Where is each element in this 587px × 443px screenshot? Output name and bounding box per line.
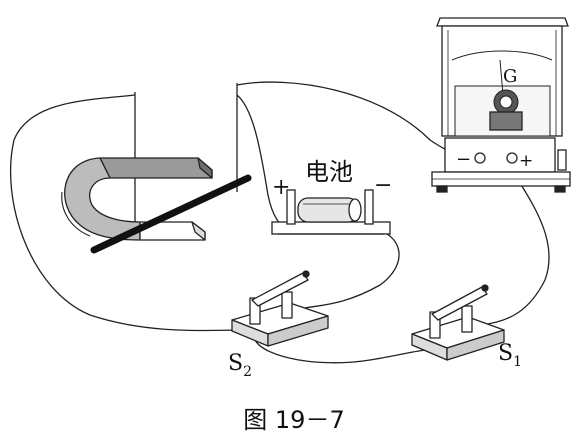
battery-minus-label: −: [374, 173, 392, 198]
wire-rod-to-battery: [236, 94, 291, 231]
meter-plus-label: +: [519, 151, 533, 171]
figure-caption: 图 19－7: [243, 406, 344, 434]
wire-top-to-meter: [236, 81, 471, 161]
galvanometer-label: G: [503, 66, 517, 87]
switch-s2-label: S2: [228, 351, 252, 380]
switch-s2: [231, 270, 329, 347]
battery: [271, 189, 391, 235]
conductor-rod: [90, 174, 252, 254]
meter-minus-terminal: [474, 152, 486, 164]
wires: [10, 81, 550, 364]
galvanometer: [431, 17, 571, 193]
meter-plus-terminal: [506, 152, 518, 164]
wire-meter-to-s1: [479, 169, 550, 326]
wire-left-loop: [10, 94, 246, 332]
battery-plus-label: +: [272, 175, 290, 200]
wire-s2-to-s1: [254, 339, 426, 364]
u-magnet: [61, 157, 213, 241]
battery-label: 电池: [305, 158, 353, 186]
switch-s2-lever: [251, 272, 309, 307]
switch-s1-label: S1: [498, 341, 522, 370]
meter-minus-label: −: [456, 149, 471, 170]
switch-s1-lever: [431, 286, 488, 321]
switch-s1: [411, 284, 505, 361]
wire-battery-to-s2: [304, 227, 400, 309]
